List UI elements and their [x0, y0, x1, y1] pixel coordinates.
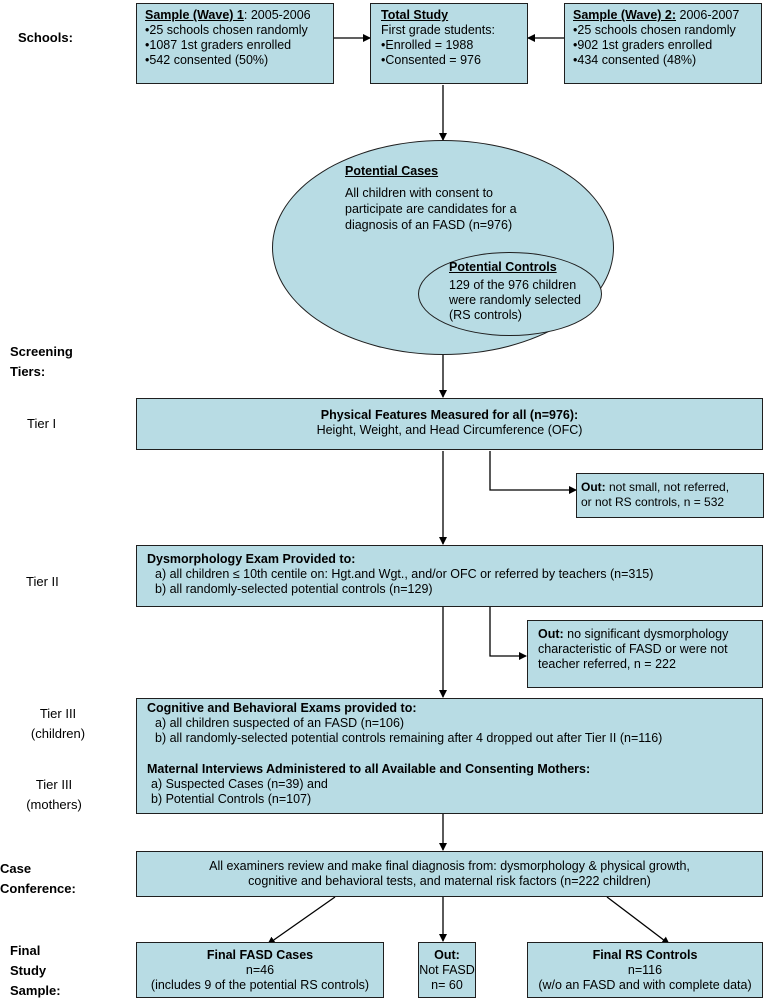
- label-tier-2: Tier II: [26, 574, 59, 589]
- wave2-line: •902 1st graders enrolled: [573, 38, 713, 52]
- total-study-box: Total Study First grade students: •Enrol…: [370, 3, 528, 84]
- out-tier1-line: not small, not referred,: [605, 480, 730, 494]
- out-tier2-line: no significant dysmorphology: [563, 627, 729, 641]
- total-study-title: Total Study: [381, 8, 449, 22]
- total-study-line: •Enrolled = 1988: [381, 38, 474, 52]
- case-conference-line: All examiners review and make final diag…: [209, 859, 690, 873]
- tier1-body: Height, Weight, and Head Circumference (…: [316, 423, 583, 437]
- wave2-years: 2006-2007: [676, 8, 740, 22]
- wave2-box: Sample (Wave) 2: 2006-2007 •25 schools c…: [564, 3, 762, 84]
- tier3-box: Cognitive and Behavioral Exams provided …: [136, 698, 763, 814]
- tier3-cognitive-line: b) all randomly-selected potential contr…: [155, 731, 663, 745]
- label-tier-1: Tier I: [27, 416, 57, 431]
- out-tier2-line: characteristic of FASD or were not: [538, 642, 728, 656]
- final-fasd-line: (includes 9 of the potential RS controls…: [150, 978, 370, 992]
- final-rs-controls-box: Final RS Controls n=116 (w/o an FASD and…: [527, 942, 763, 998]
- tier3-maternal-title: Maternal Interviews Administered to all …: [147, 762, 591, 776]
- label-case-conference: Case Conference:: [0, 861, 76, 896]
- tier1-title: Physical Features Measured for all (n=97…: [320, 408, 579, 422]
- label-final-study-sample: Final Study Sample:: [10, 943, 61, 998]
- potential-cases-line: participate are candidates for a: [345, 202, 517, 216]
- potential-controls-line: 129 of the 976 children: [449, 278, 577, 292]
- potential-cases-line: All children with consent to: [345, 186, 493, 200]
- out-tier1-line: or not RS controls, n = 532: [581, 495, 725, 509]
- label-tier-3-children: Tier III (children): [30, 706, 86, 741]
- final-fasd-title: Final FASD Cases: [206, 948, 314, 962]
- total-study-line: First grade students:: [381, 23, 495, 37]
- tier2-line: a) all children ≤ 10th centile on: Hgt.a…: [155, 567, 654, 581]
- wave2-title: Sample (Wave) 2:: [573, 8, 677, 22]
- label-schools: Schools:: [18, 30, 73, 45]
- total-study-line: •Consented = 976: [381, 53, 481, 67]
- tier3-maternal-line: b) Potential Controls (n=107): [151, 792, 312, 806]
- tier3-cognitive-line: a) all children suspected of an FASD (n=…: [155, 716, 405, 730]
- wave1-line: •1087 1st graders enrolled: [145, 38, 292, 52]
- potential-controls-title: Potential Controls: [449, 260, 557, 274]
- final-out-line: n= 60: [431, 978, 463, 992]
- final-out-title: Out:: [434, 948, 460, 962]
- label-screening-tiers: Screening Tiers:: [10, 344, 73, 379]
- out-tier1-box: Out: not small, not referred, or not RS …: [576, 473, 764, 518]
- potential-controls-line: were randomly selected: [449, 293, 582, 307]
- final-out-box: Out: Not FASD n= 60: [418, 942, 476, 998]
- wave2-line: •434 consented (48%): [573, 53, 697, 67]
- final-rs-title: Final RS Controls: [592, 948, 698, 962]
- final-fasd-line: n=46: [245, 963, 275, 977]
- potential-controls-ellipse: Potential Controls 129 of the 976 childr…: [418, 252, 602, 336]
- wave1-line: •542 consented (50%): [145, 53, 269, 67]
- tier2-line: b) all randomly-selected potential contr…: [155, 582, 433, 596]
- out-tier2-box: Out: no significant dysmorphology charac…: [527, 620, 763, 688]
- tier2-title: Dysmorphology Exam Provided to:: [147, 552, 356, 566]
- out-tier1-lead: Out:: [581, 480, 606, 494]
- wave1-box: Sample (Wave) 1: 2005-2006 •25 schools c…: [136, 3, 334, 84]
- tier3-cognitive-title: Cognitive and Behavioral Exams provided …: [147, 701, 417, 715]
- final-rs-line: n=116: [627, 963, 663, 977]
- wave1-title: Sample (Wave) 1: [145, 8, 244, 22]
- out-tier2-line: teacher referred, n = 222: [538, 657, 676, 671]
- tier3-maternal-line: a) Suspected Cases (n=39) and: [151, 777, 328, 791]
- potential-cases-title: Potential Cases: [345, 164, 439, 178]
- potential-cases-line: diagnosis of an FASD (n=976): [345, 218, 513, 232]
- case-conference-line: cognitive and behavioral tests, and mate…: [248, 874, 651, 888]
- potential-controls-line: (RS controls): [449, 308, 522, 322]
- final-fasd-box: Final FASD Cases n=46 (includes 9 of the…: [136, 942, 384, 998]
- case-conference-box: All examiners review and make final diag…: [136, 851, 763, 897]
- final-out-line: Not FASD: [419, 963, 475, 977]
- tier2-box: Dysmorphology Exam Provided to: a) all c…: [136, 545, 763, 607]
- out-tier2-lead: Out:: [538, 627, 564, 641]
- final-rs-line: (w/o an FASD and with complete data): [538, 978, 752, 992]
- wave1-line: •25 schools chosen randomly: [145, 23, 308, 37]
- label-tier-3-mothers: Tier III (mothers): [26, 777, 82, 812]
- tier1-box: Physical Features Measured for all (n=97…: [136, 398, 763, 450]
- wave2-line: •25 schools chosen randomly: [573, 23, 736, 37]
- wave1-years: : 2005-2006: [243, 8, 311, 22]
